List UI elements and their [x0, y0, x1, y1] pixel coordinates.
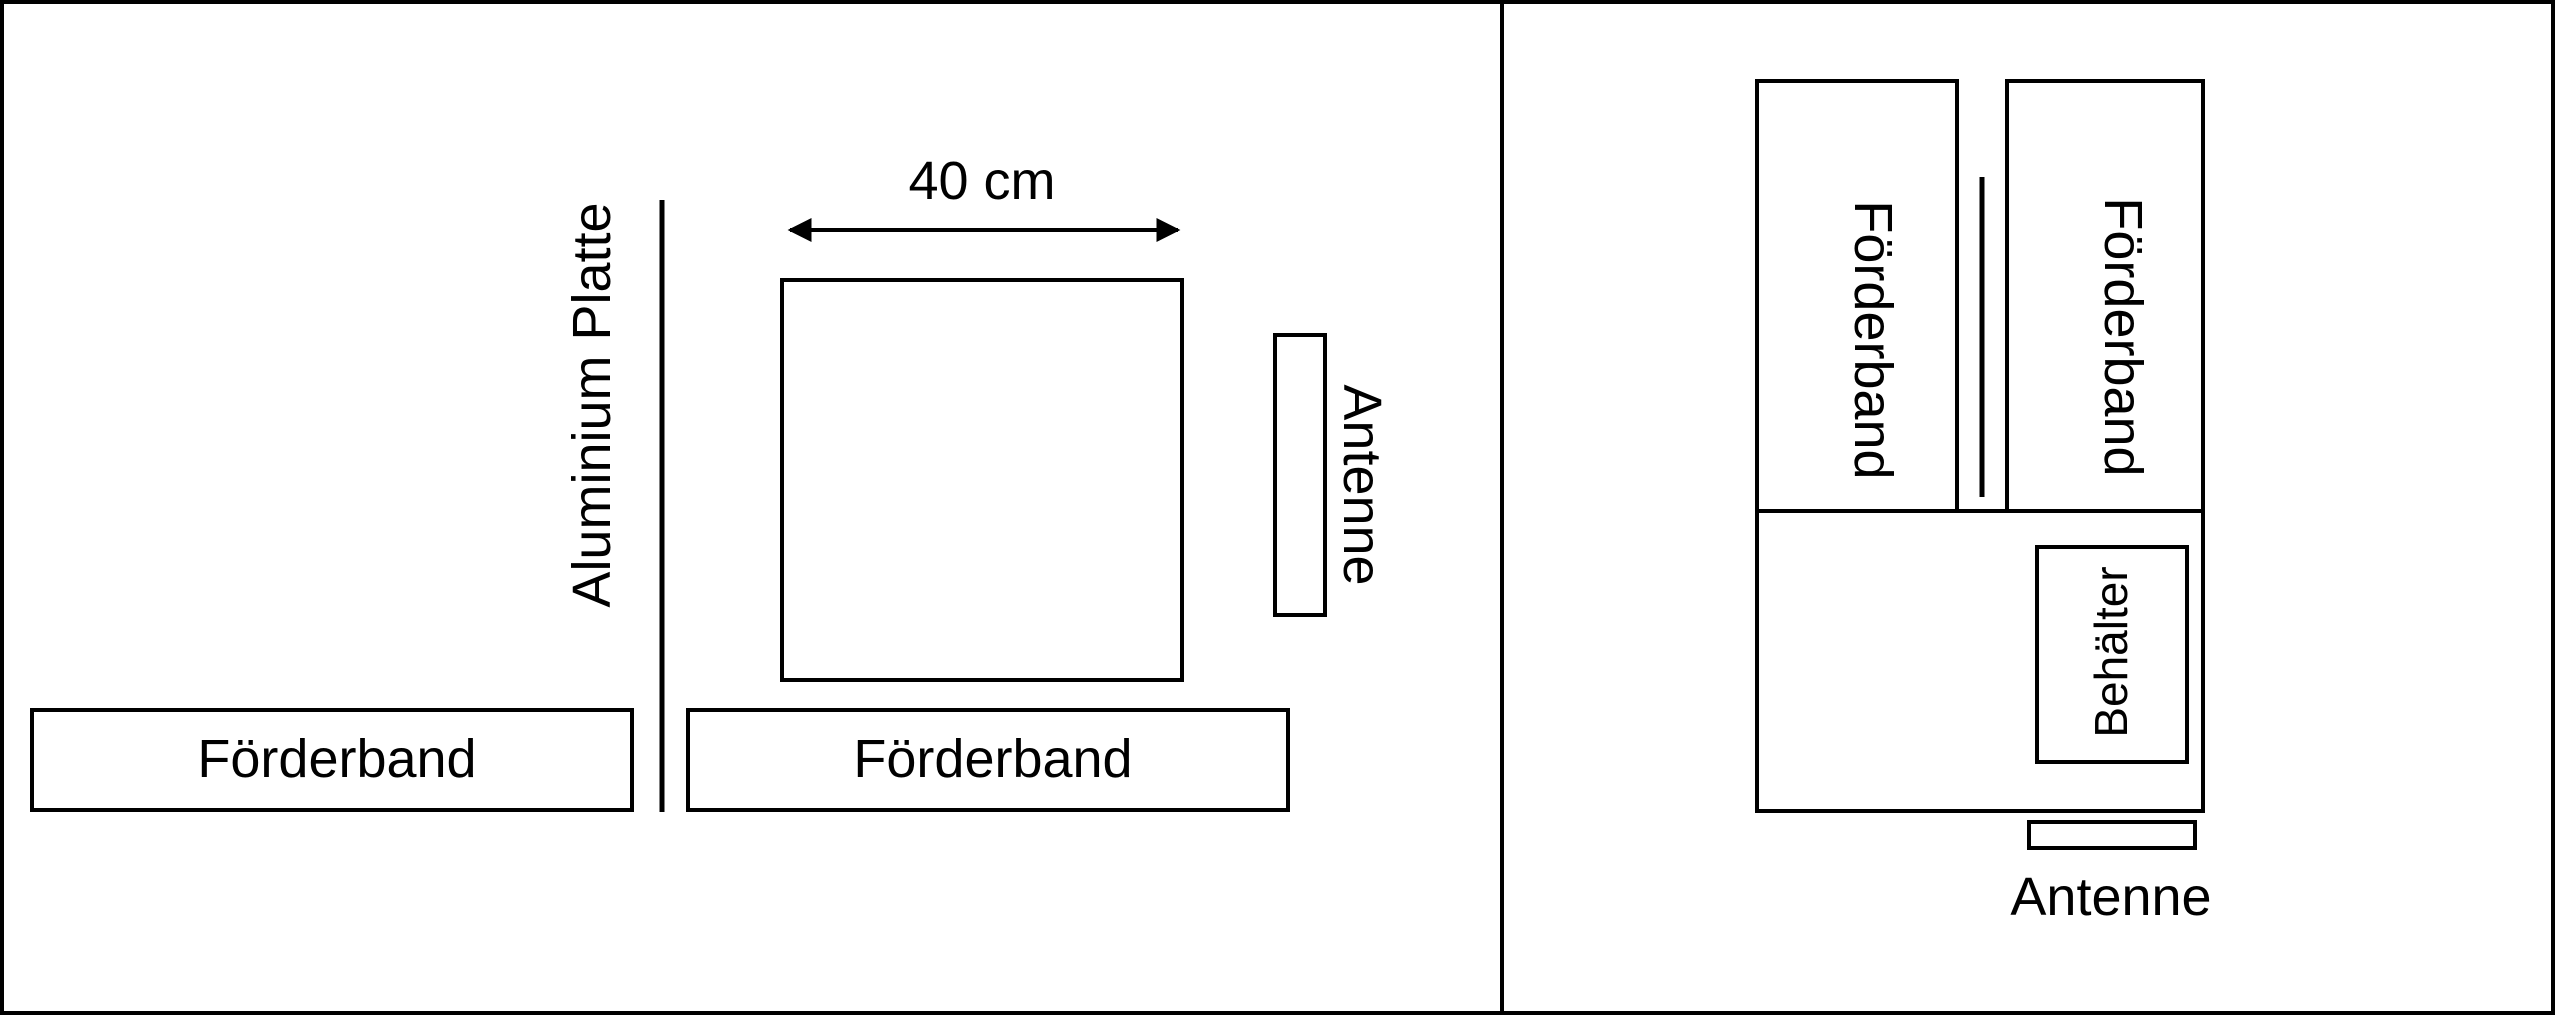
- dimension-label: 40 cm: [908, 151, 1055, 211]
- antenna-left-label: Antenne: [1332, 384, 1392, 585]
- right-panel: Förderband Förderband Behälter Antenne: [1755, 79, 2212, 927]
- container-label: Behälter: [2085, 566, 2137, 737]
- top-conveyor-right-label: Förderband: [2093, 197, 2153, 476]
- left-panel: 40 cm Aluminium Platte Antenne Förderban…: [30, 151, 1392, 812]
- conveyor-right-label: Förderband: [853, 729, 1132, 789]
- antenna-bottom: [2027, 820, 2197, 850]
- conveyor-left: [30, 708, 634, 812]
- conveyor-right: [686, 708, 1290, 812]
- test-object-box: [780, 278, 1184, 682]
- antenna-bottom-label: Antenne: [2010, 867, 2211, 927]
- conveyor-left-label: Förderband: [197, 729, 476, 789]
- container-box: [2035, 545, 2189, 764]
- aluminium-plate-label: Aluminium Platte: [562, 202, 622, 607]
- antenna-left: [1273, 333, 1327, 617]
- top-conveyor-left-label: Förderband: [1843, 200, 1903, 479]
- lower-area: [1755, 509, 2205, 813]
